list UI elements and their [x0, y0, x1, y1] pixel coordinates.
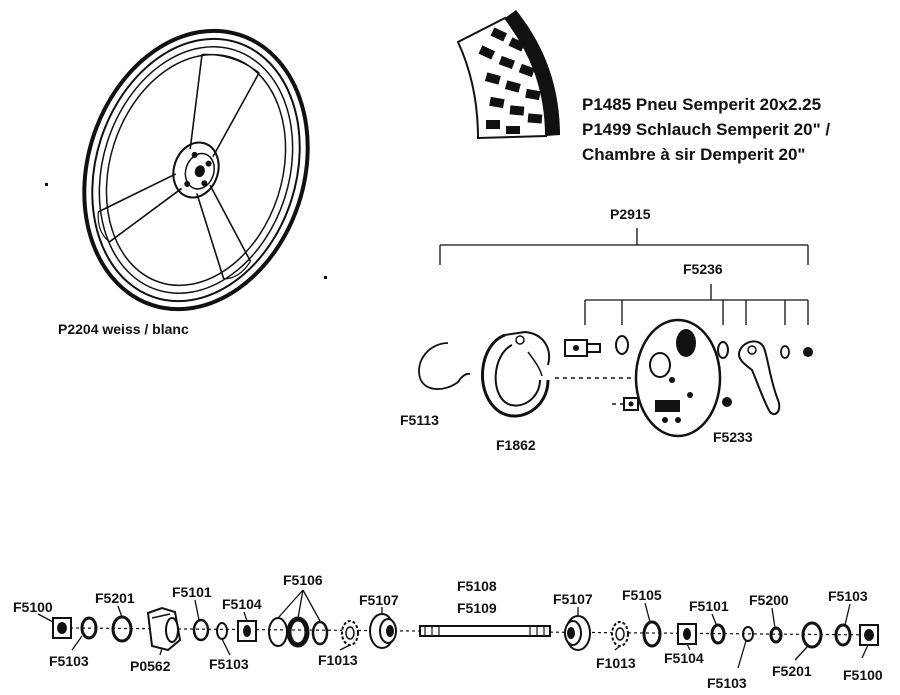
label-f5103-right-top: F5103: [828, 588, 868, 604]
label-f5106: F5106: [283, 572, 323, 588]
label-f5103-right-bottom: F5103: [707, 675, 747, 691]
hub-part: [216, 622, 228, 640]
label-f5104-left: F5104: [222, 596, 262, 612]
washer: [780, 345, 790, 359]
hub-part: [341, 620, 359, 646]
stray-mark: [45, 183, 48, 186]
hub-part: [268, 617, 288, 647]
small-part-f5233: [722, 397, 732, 407]
label-f5101-left: F5101: [172, 584, 212, 600]
washer: [717, 341, 729, 359]
hub-part: [834, 623, 852, 647]
label-f5113: F5113: [400, 412, 439, 428]
label-f5100-right: F5100: [843, 667, 883, 683]
label-f5101-right: F5101: [689, 598, 729, 614]
label-f5201-left: F5201: [95, 590, 135, 606]
hub-part: [742, 626, 754, 642]
label-f5104-right: F5104: [664, 650, 704, 666]
hub-part: [611, 621, 629, 647]
hub-leader-lines: [37, 589, 869, 669]
hub-part: [311, 620, 329, 646]
label-f1862: F1862: [496, 437, 536, 453]
label-p0562: P0562: [130, 658, 171, 674]
stray-mark: [324, 276, 327, 279]
hub-part: [564, 615, 591, 651]
label-f5109: F5109: [457, 600, 497, 616]
label-f5103-left: F5103: [49, 653, 89, 669]
hub-part: [769, 626, 783, 644]
axle: [419, 625, 551, 637]
label-f1013-left: F1013: [318, 652, 358, 668]
label-f5236: F5236: [683, 261, 723, 277]
tire-text-line-1: P1485 Pneu Semperit 20x2.25: [582, 95, 821, 114]
hub-part: [369, 613, 397, 649]
label-p2915: P2915: [610, 206, 651, 222]
hub-part: [237, 620, 257, 642]
washer: [615, 335, 629, 355]
hub-part: [52, 617, 72, 639]
pivot-bolt: [564, 339, 601, 357]
label-f5200: F5200: [749, 592, 789, 608]
bracket-p2915: [439, 228, 809, 265]
hub-part: [192, 618, 210, 642]
spring-clip-f5113: [418, 342, 471, 390]
hub-part: [146, 606, 182, 652]
label-f5100-left: F5100: [13, 599, 53, 615]
tire-illustration: [456, 10, 560, 140]
brake-lever: [738, 340, 781, 416]
brake-backing-plate: [634, 318, 722, 438]
nut: [803, 347, 813, 357]
hub-part: [286, 616, 310, 648]
bracket-f5236: [584, 284, 809, 325]
wheel-part-label: P2204 weiss / blanc: [58, 321, 189, 337]
label-f5105: F5105: [622, 587, 662, 603]
label-f5107-right: F5107: [553, 591, 593, 607]
brake-shoes-f1862: [480, 330, 550, 418]
hub-exploded-view: [52, 606, 881, 652]
hub-part: [111, 615, 133, 643]
label-f5107-left: F5107: [359, 592, 399, 608]
tire-text-line-2: P1499 Schlauch Semperit 20" /: [582, 120, 830, 139]
hub-part: [710, 623, 726, 645]
plate-bolt: [623, 397, 639, 411]
label-f1013-right: F1013: [596, 655, 636, 671]
label-f5103-mid: F5103: [209, 656, 249, 672]
hub-part: [677, 623, 697, 645]
hub-part: [801, 621, 823, 649]
hub-part: [642, 620, 662, 648]
wheel-illustration: [82, 28, 310, 312]
dashed-leader: [555, 377, 635, 405]
hub-part: [80, 616, 98, 640]
label-f5108: F5108: [457, 578, 497, 594]
label-f5233: F5233: [713, 429, 753, 445]
label-f5201-right: F5201: [772, 663, 812, 679]
tire-text-line-3: Chambre à sir Demperit 20": [582, 145, 805, 164]
hub-part: [859, 624, 879, 646]
